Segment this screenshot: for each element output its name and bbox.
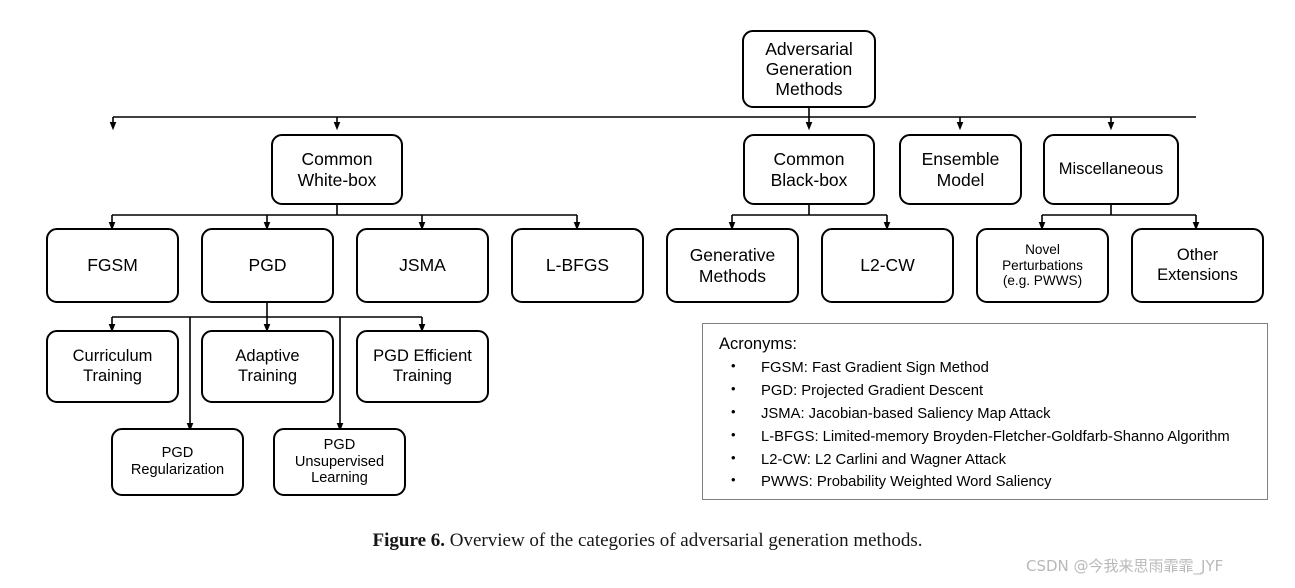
node-common-black-box[interactable]: Common Black-box (743, 134, 875, 205)
node-label: Adversarial Generation Methods (765, 38, 853, 100)
legend-title: Acronyms: (719, 335, 797, 353)
node-label: Common White-box (297, 149, 377, 190)
node-l2-cw[interactable]: L2-CW (821, 228, 954, 303)
node-novel-perturbations[interactable]: Novel Perturbations (e.g. PWWS) (976, 228, 1109, 303)
node-label: Miscellaneous (1058, 159, 1164, 178)
node-common-white-box[interactable]: Common White-box (271, 134, 403, 205)
legend-item: JSMA: Jacobian-based Saliency Map Attack (719, 402, 1267, 426)
node-miscellaneous[interactable]: Miscellaneous (1043, 134, 1179, 205)
node-label: Other Extensions (1157, 246, 1238, 284)
node-pgd-regularization[interactable]: PGD Regularization (111, 428, 244, 496)
node-label: Ensemble Model (921, 149, 1000, 190)
legend-item: L2-CW: L2 Carlini and Wagner Attack (719, 448, 1267, 472)
legend-item: FGSM: Fast Gradient Sign Method (719, 356, 1267, 380)
node-ensemble-model[interactable]: Ensemble Model (899, 134, 1022, 205)
node-label: PGD Efficient Training (373, 347, 472, 385)
node-other-extensions[interactable]: Other Extensions (1131, 228, 1264, 303)
node-label: Adaptive Training (235, 347, 300, 385)
node-pgd-efficient-training[interactable]: PGD Efficient Training (356, 330, 489, 403)
node-generative-methods[interactable]: Generative Methods (666, 228, 799, 303)
legend-item: PWWS: Probability Weighted Word Saliency (719, 470, 1267, 494)
node-adversarial-generation-methods[interactable]: Adversarial Generation Methods (742, 30, 876, 108)
node-pgd[interactable]: PGD (201, 228, 334, 303)
legend-list: FGSM: Fast Gradient Sign Method PGD: Pro… (719, 356, 1267, 494)
node-label: PGD (248, 255, 287, 276)
figure-number: Figure 6. (372, 530, 446, 551)
node-label: JSMA (399, 255, 446, 276)
node-curriculum-training[interactable]: Curriculum Training (46, 330, 179, 403)
node-label: Generative Methods (689, 245, 776, 286)
legend-item: L-BFGS: Limited-memory Broyden-Fletcher-… (719, 425, 1267, 449)
node-fgsm[interactable]: FGSM (46, 228, 179, 303)
node-label: Common Black-box (770, 149, 848, 190)
node-label: L2-CW (860, 255, 915, 276)
node-label: L-BFGS (545, 255, 610, 276)
acronyms-legend: Acronyms: FGSM: Fast Gradient Sign Metho… (702, 323, 1268, 500)
csdn-watermark: CSDN @今我来思雨霏霏_JYF (1026, 557, 1224, 575)
node-label: Novel Perturbations (e.g. PWWS) (1002, 241, 1083, 289)
figure-caption-text: Overview of the categories of adversaria… (445, 530, 923, 551)
node-label: PGD Unsupervised Learning (294, 436, 385, 487)
node-label: Curriculum Training (72, 347, 153, 385)
node-l-bfgs[interactable]: L-BFGS (511, 228, 644, 303)
node-adaptive-training[interactable]: Adaptive Training (201, 330, 334, 403)
figure-caption: Figure 6. Overview of the categories of … (0, 530, 1295, 552)
legend-item: PGD: Projected Gradient Descent (719, 379, 1267, 403)
node-label: PGD Regularization (130, 445, 225, 478)
node-pgd-unsupervised-learning[interactable]: PGD Unsupervised Learning (273, 428, 406, 496)
node-label: FGSM (87, 255, 138, 276)
node-jsma[interactable]: JSMA (356, 228, 489, 303)
